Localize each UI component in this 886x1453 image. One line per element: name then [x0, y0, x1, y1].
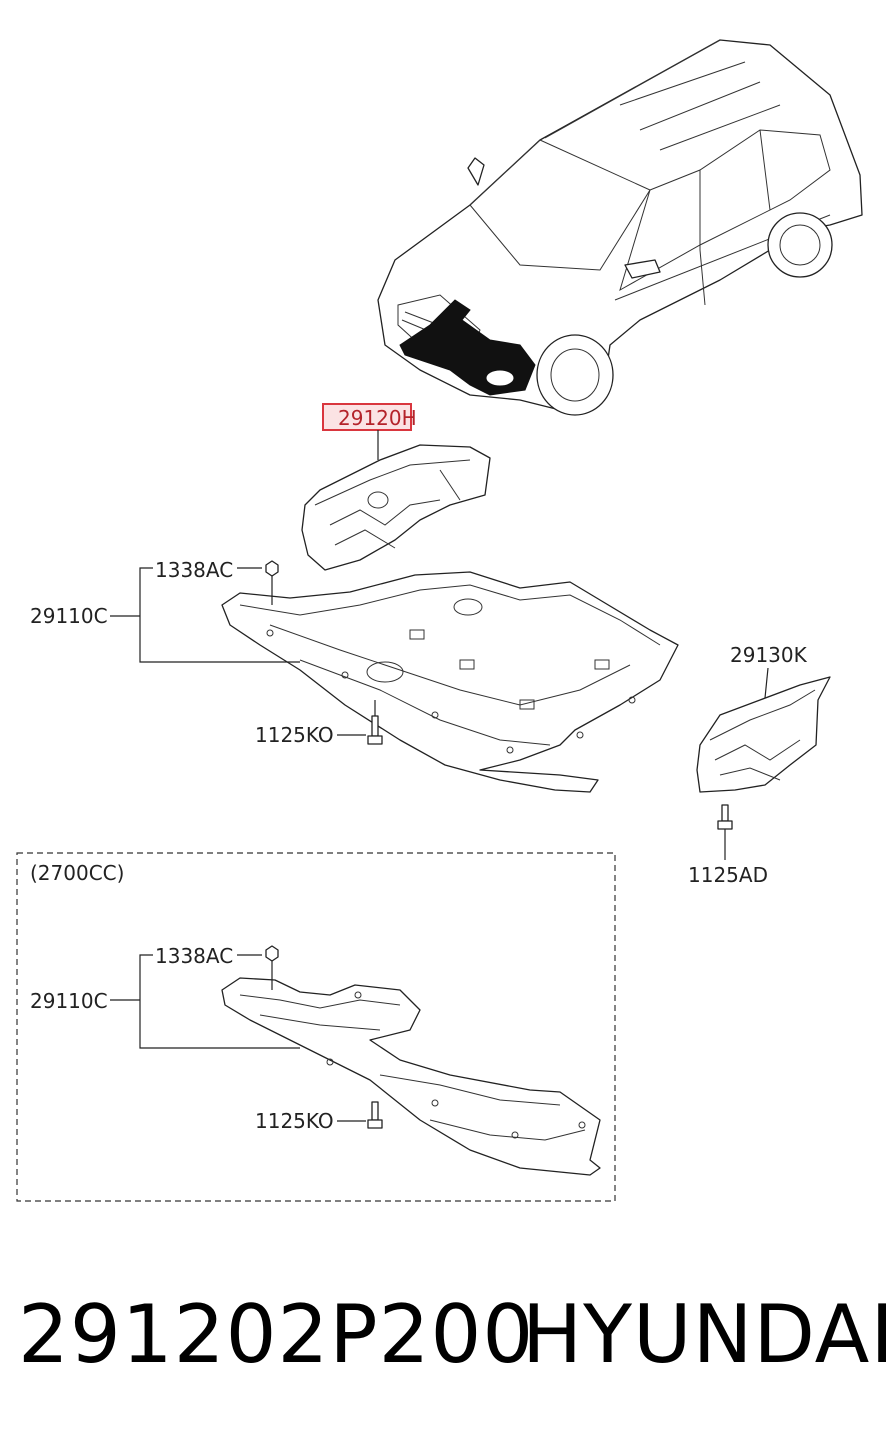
callout-1125ad[interactable]: 1125AD [688, 863, 768, 887]
variant-undercover-part [221, 977, 601, 1176]
callout-1338ac[interactable]: 1338AC [155, 558, 262, 582]
variant-note-label: (2700CC) [30, 861, 124, 885]
callout-variant-1338ac-label: 1338AC [155, 944, 233, 968]
footer-brand: HYUNDAI [522, 1288, 886, 1381]
callout-variant-1125ko[interactable]: 1125KO [255, 1109, 366, 1133]
callout-variant-1338ac[interactable]: 1338AC [155, 944, 262, 968]
callout-29120h-label: 29120H [338, 406, 417, 430]
callout-29110c-label: 29110C [30, 604, 108, 628]
bolt-1125ko-icon [367, 700, 383, 745]
callout-1125ko[interactable]: 1125KO [255, 723, 366, 747]
bolt-1125ad-icon [717, 804, 733, 860]
variant-2700cc-box: (2700CC) [16, 852, 616, 1202]
callout-1125ko-label: 1125KO [255, 723, 334, 747]
vehicle-illustration [377, 39, 863, 416]
nut-1338ac-icon [265, 560, 279, 605]
variant-bolt-1125ko-icon [367, 1101, 383, 1129]
engine-undercover-part [301, 444, 491, 571]
callout-29130k-label: 29130K [730, 643, 808, 667]
callout-variant-29110c-label: 29110C [30, 989, 108, 1013]
highlight-box [322, 403, 412, 431]
callout-1125ad-label: 1125AD [688, 863, 768, 887]
callout-29130k[interactable]: 29130K [730, 643, 808, 699]
callout-1338ac-label: 1338AC [155, 558, 233, 582]
main-undercover-assembly [221, 571, 679, 793]
callout-29120h[interactable]: 29120H [322, 403, 417, 460]
callout-29110c[interactable]: 29110C [30, 567, 300, 663]
callout-variant-29110c[interactable]: 29110C [30, 954, 300, 1049]
callout-variant-1125ko-label: 1125KO [255, 1109, 334, 1133]
footer-part-number: 291202P200 [18, 1288, 535, 1381]
side-cover-part [696, 676, 831, 793]
variant-nut-1338ac-icon [265, 945, 279, 990]
